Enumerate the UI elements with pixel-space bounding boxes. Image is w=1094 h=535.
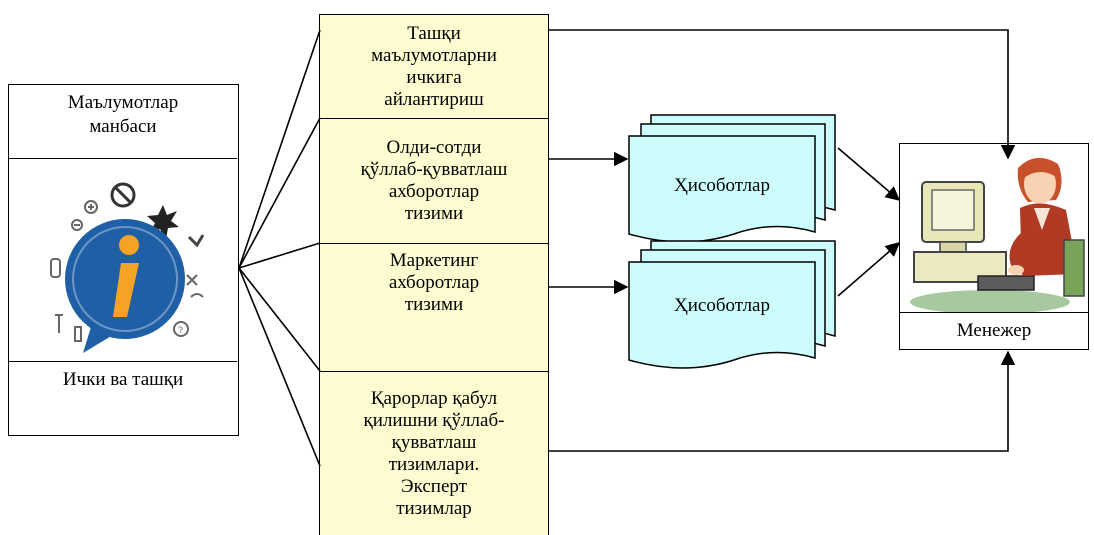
manager-illustration <box>900 144 1088 314</box>
report-label-2: Ҳисоботлар <box>674 295 770 316</box>
fan-line-5 <box>238 267 321 467</box>
svg-text:?: ? <box>178 325 183 335</box>
bottom-to-manager-arrow <box>549 350 1016 452</box>
manager-label: Менежер <box>956 320 1032 341</box>
fan-line-4 <box>238 267 321 372</box>
fan-line-3 <box>238 242 321 269</box>
title-divider <box>9 158 237 159</box>
top-to-manager-arrow <box>549 29 1016 160</box>
report2-to-manager-arrow <box>837 242 901 297</box>
data-source-caption: Ички ва ташқи <box>62 369 184 390</box>
data-source-box: Маълумотлар манбаси ? <box>8 84 239 436</box>
modules-column <box>319 14 549 535</box>
module-external-conversion: Ташқи маълумотларни ичкига айлантириш <box>319 15 549 118</box>
report-label-1: Ҳисоботлар <box>674 175 770 196</box>
info-illustration: ? <box>39 167 211 359</box>
manager-divider <box>900 312 1088 313</box>
module-sales-support: Олди-сотди қўллаб-қувватлаш ахборотлар т… <box>319 118 549 243</box>
fan-line-1 <box>238 29 321 269</box>
report1-to-manager-arrow <box>837 147 901 201</box>
manager-box: Менежер <box>899 143 1089 350</box>
data-source-title: Маълумотлар манбаси <box>67 92 179 137</box>
report-stack-1: Ҳисоботлар <box>624 114 840 254</box>
module-marketing: Маркетинг ахборотлар тизими <box>319 243 549 371</box>
module-decision-support: Қарорлар қабул қилишни қўллаб- қувватлаш… <box>319 371 549 535</box>
fan-line-2 <box>238 117 321 269</box>
report-stack-2: Ҳисоботлар <box>624 240 840 380</box>
caption-divider <box>9 361 237 362</box>
